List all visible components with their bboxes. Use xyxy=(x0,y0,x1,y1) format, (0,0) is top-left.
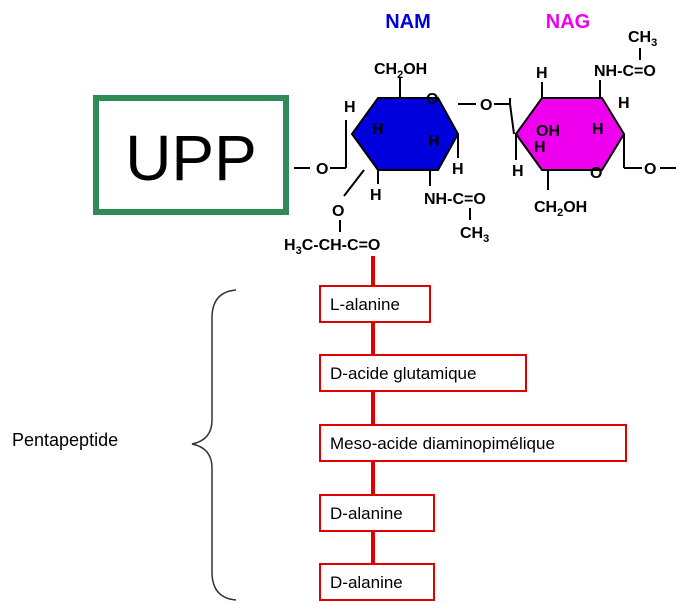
nag-ring xyxy=(514,97,626,171)
amino-acid-3-label: Meso-acide diaminopimélique xyxy=(330,434,555,453)
amino-acid-5: D-alanine xyxy=(319,563,435,601)
nam-lactyl: H3C-CH-C=O xyxy=(284,237,380,257)
amino-acid-2-box xyxy=(319,354,527,392)
amino-acid-3: Meso-acide diaminopimélique xyxy=(319,424,627,462)
nag-h2: H xyxy=(618,95,630,112)
amino-acid-1-label: L-alanine xyxy=(330,295,400,314)
nag-h5: H xyxy=(512,163,524,180)
amino-acid-5-label: D-alanine xyxy=(330,573,403,592)
nam-title: NAM xyxy=(385,11,431,33)
nam-h5: H xyxy=(370,187,382,204)
glyco-o: O xyxy=(480,97,492,114)
amino-acid-4-label: D-alanine xyxy=(330,504,403,523)
nam-ring-o: O xyxy=(426,91,438,108)
amino-acid-4-box xyxy=(319,494,435,532)
nag-o-right: O xyxy=(644,161,656,178)
nag-c1-bond xyxy=(509,98,515,135)
nam-h3: H xyxy=(428,133,440,150)
nam-h2: H xyxy=(372,121,384,138)
upp-label: UPP xyxy=(125,122,257,194)
nam-ch3: CH3 xyxy=(460,225,489,245)
nag-h3: H xyxy=(592,121,604,138)
nag-oh: OH xyxy=(536,123,560,140)
nag-h1: H xyxy=(536,65,548,82)
nam-ch2oh: CH2OH xyxy=(374,61,427,81)
pentapeptide-brace xyxy=(191,289,237,601)
amino-acid-5-box xyxy=(319,563,435,601)
nam-ring xyxy=(350,97,460,171)
upp-box xyxy=(93,95,289,215)
nam-o-lactyl: O xyxy=(332,203,344,220)
nam-c3-o-bond xyxy=(343,169,365,197)
amino-acid-2: D-acide glutamique xyxy=(319,354,527,392)
nag-h4: H xyxy=(534,139,546,156)
nag-ch3: CH3 xyxy=(628,29,657,49)
nag-nh-acetyl: NH-C=O xyxy=(594,63,656,80)
pentapeptide-residues: L-alanine D-acide glutamique Meso-acide … xyxy=(319,285,627,601)
nag-ch2oh: CH2OH xyxy=(534,199,587,219)
amino-acid-4: D-alanine xyxy=(319,494,435,532)
nag-ring-o: O xyxy=(590,165,602,182)
nam-h1: H xyxy=(344,99,356,116)
amino-acid-2-label: D-acide glutamique xyxy=(330,364,476,383)
nam-o-left: O xyxy=(316,161,328,178)
amino-acid-3-box xyxy=(319,424,627,462)
amino-acid-1: L-alanine xyxy=(319,285,431,323)
amino-acid-1-box xyxy=(319,285,431,323)
nag-title: NAG xyxy=(546,11,590,33)
nam-h4: H xyxy=(452,161,464,178)
nam-nh-acetyl: NH-C=O xyxy=(424,191,486,208)
pentapeptide-label: Pentapeptide xyxy=(12,430,118,450)
